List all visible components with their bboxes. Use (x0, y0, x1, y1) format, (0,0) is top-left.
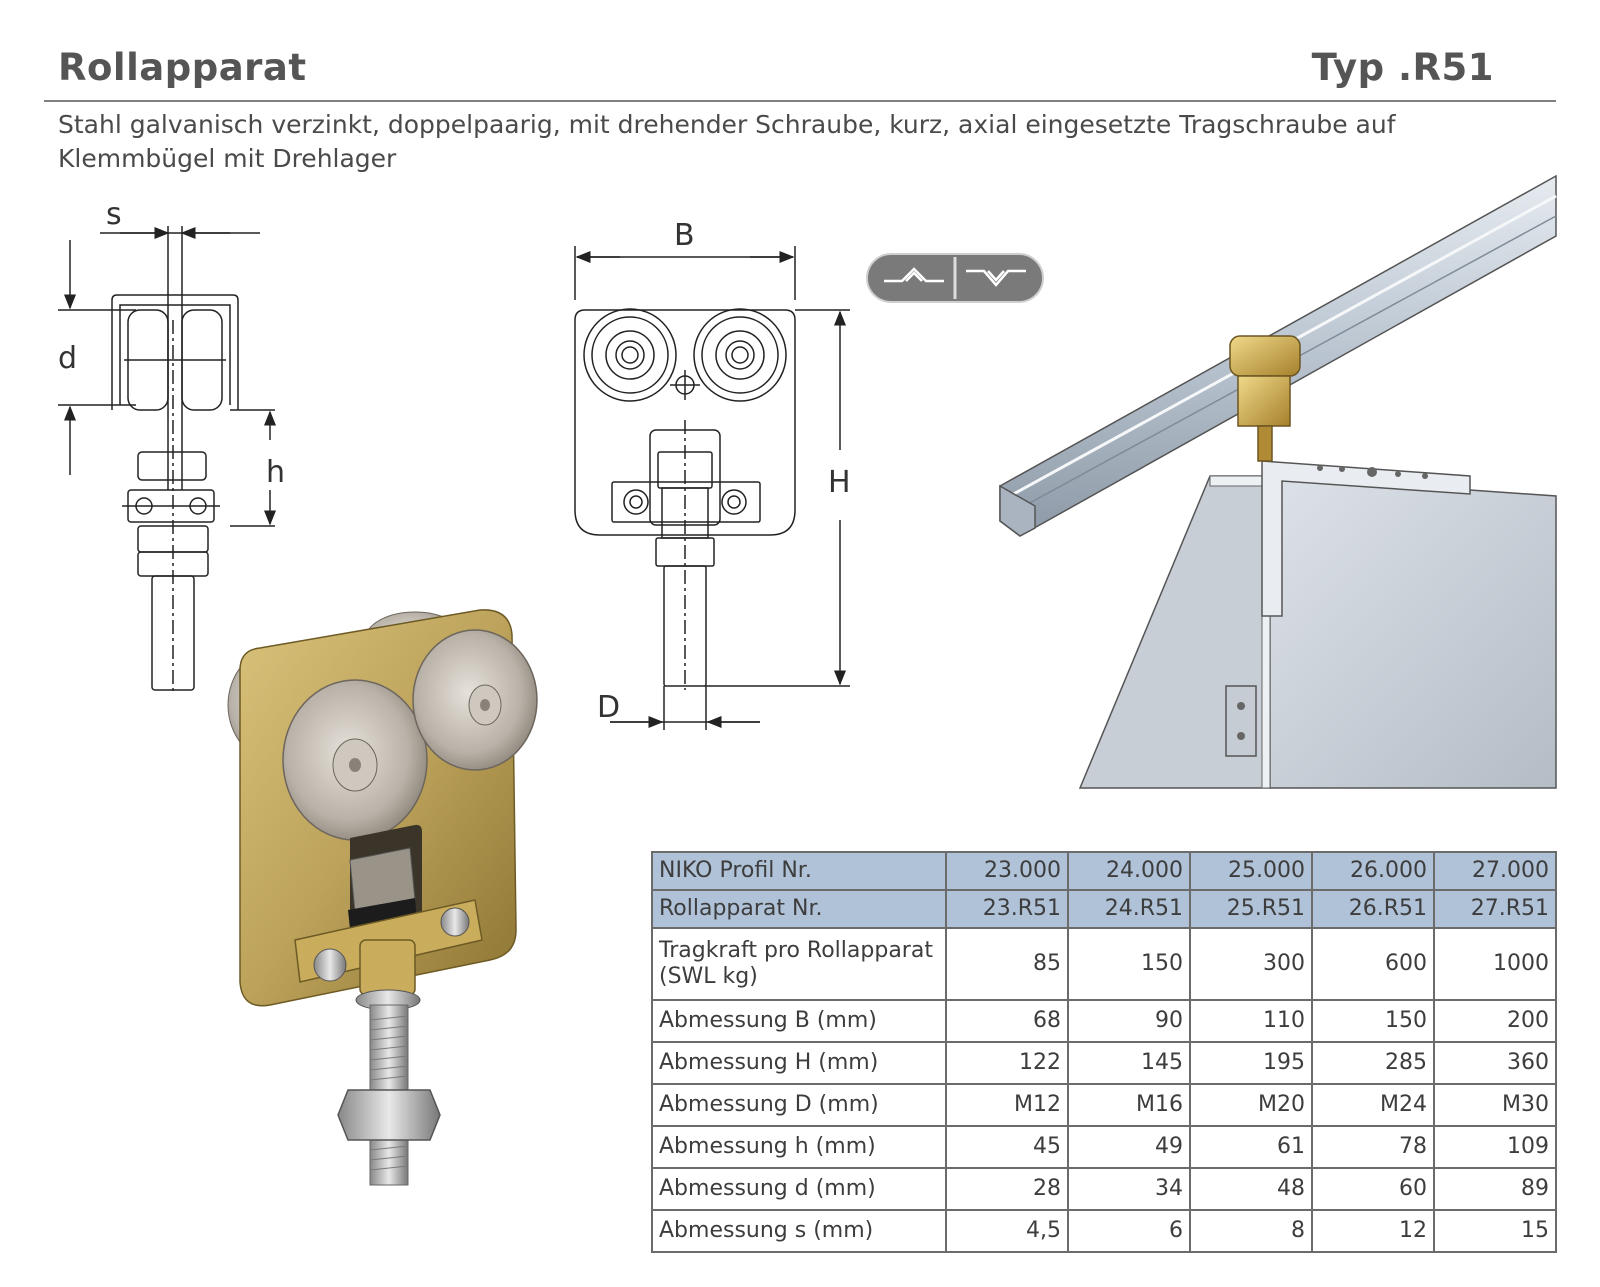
table-row-tragkraft: Tragkraft pro Rollapparat (SWL kg) 85 15… (651, 927, 1557, 1001)
row-label: Abmessung B (mm) (651, 999, 947, 1043)
row-label: Abmessung s (mm) (651, 1209, 947, 1253)
table-cell: 78 (1311, 1125, 1435, 1169)
row-label: Abmessung d (mm) (651, 1167, 947, 1211)
table-cell: 150 (1067, 927, 1191, 1001)
table-cell: 61 (1189, 1125, 1313, 1169)
dim-D-label: D (597, 690, 620, 725)
table-cell: 28 (945, 1167, 1069, 1211)
table-cell: 4,5 (945, 1209, 1069, 1253)
rail-profile-badge (866, 253, 1044, 303)
table-row-abmessung-d-upper: Abmessung D (mm) M12 M16 M20 M24 M30 (651, 1083, 1557, 1127)
table-row-rollapparat: Rollapparat Nr. 23.R51 24.R51 25.R51 26.… (651, 889, 1557, 929)
description-line-2: Klemmbügel mit Drehlager (58, 144, 397, 173)
rail-installation-illustration (999, 174, 1557, 789)
table-cell: 360 (1433, 1041, 1557, 1085)
spec-table: NIKO Profil Nr. 23.000 24.000 25.000 26.… (651, 851, 1557, 1253)
side-view-drawing: s d h (58, 197, 285, 695)
trolley-product-photo (227, 609, 538, 1186)
row-label: NIKO Profil Nr. (651, 851, 947, 891)
table-cell: 27.R51 (1433, 889, 1557, 929)
table-cell: 27.000 (1433, 851, 1557, 891)
table-cell: 45 (945, 1125, 1069, 1169)
table-cell: 285 (1311, 1041, 1435, 1085)
table-cell: 109 (1433, 1125, 1557, 1169)
row-label: Rollapparat Nr. (651, 889, 947, 929)
table-cell: 150 (1311, 999, 1435, 1043)
profile-v-rail-icon (884, 267, 944, 283)
dim-d-label: d (58, 341, 77, 376)
product-description: Stahl galvanisch verzinkt, doppelpaarig,… (58, 108, 1478, 176)
table-cell: 60 (1311, 1167, 1435, 1211)
table-cell: 300 (1189, 927, 1313, 1001)
table-cell: 90 (1067, 999, 1191, 1043)
dim-h-label: h (266, 455, 285, 490)
table-cell: 8 (1189, 1209, 1313, 1253)
table-cell: 1000 (1433, 927, 1557, 1001)
table-row-abmessung-d-lower: Abmessung d (mm) 28 34 48 60 89 (651, 1167, 1557, 1211)
front-view-drawing: B H D (574, 218, 851, 730)
table-cell: 26.R51 (1311, 889, 1435, 929)
table-cell: 600 (1311, 927, 1435, 1001)
page-title: Rollapparat (58, 46, 307, 89)
dim-s-label: s (106, 197, 122, 232)
table-cell: 26.000 (1311, 851, 1435, 891)
row-label: Tragkraft pro Rollapparat (SWL kg) (651, 927, 947, 1001)
table-cell: 145 (1067, 1041, 1191, 1085)
table-cell: 25.000 (1189, 851, 1313, 891)
table-cell: 23.R51 (945, 889, 1069, 929)
table-cell: 110 (1189, 999, 1313, 1043)
table-cell: 200 (1433, 999, 1557, 1043)
table-row-abmessung-h-lower: Abmessung h (mm) 45 49 61 78 109 (651, 1125, 1557, 1169)
row-label: Abmessung h (mm) (651, 1125, 947, 1169)
description-line-1: Stahl galvanisch verzinkt, doppelpaarig,… (58, 110, 1396, 139)
table-cell: 15 (1433, 1209, 1557, 1253)
table-cell: 122 (945, 1041, 1069, 1085)
table-cell: M20 (1189, 1083, 1313, 1127)
table-cell: 24.R51 (1067, 889, 1191, 929)
table-cell: 68 (945, 999, 1069, 1043)
table-row-profil: NIKO Profil Nr. 23.000 24.000 25.000 26.… (651, 851, 1557, 891)
table-cell: 49 (1067, 1125, 1191, 1169)
table-cell: 89 (1433, 1167, 1557, 1211)
profile-inverted-v-rail-icon (966, 269, 1026, 287)
table-cell: 25.R51 (1189, 889, 1313, 929)
table-cell: 6 (1067, 1209, 1191, 1253)
dim-B-label: B (674, 218, 695, 253)
table-cell: 24.000 (1067, 851, 1191, 891)
product-type: Typ .R51 (1311, 46, 1494, 89)
row-label-line-2: (SWL kg) (659, 964, 758, 989)
table-row-abmessung-s: Abmessung s (mm) 4,5 6 8 12 15 (651, 1209, 1557, 1253)
table-cell: M12 (945, 1083, 1069, 1127)
table-cell: M30 (1433, 1083, 1557, 1127)
table-cell: 195 (1189, 1041, 1313, 1085)
table-cell: 85 (945, 927, 1069, 1001)
table-cell: 48 (1189, 1167, 1313, 1211)
row-label-line-1: Tragkraft pro Rollapparat (659, 938, 933, 963)
table-row-abmessung-h-upper: Abmessung H (mm) 122 145 195 285 360 (651, 1041, 1557, 1085)
row-label: Abmessung H (mm) (651, 1041, 947, 1085)
table-cell: 12 (1311, 1209, 1435, 1253)
header-divider (44, 100, 1556, 102)
table-cell: M24 (1311, 1083, 1435, 1127)
dim-H-label: H (828, 465, 851, 500)
table-cell: 23.000 (945, 851, 1069, 891)
table-cell: 34 (1067, 1167, 1191, 1211)
table-cell: M16 (1067, 1083, 1191, 1127)
table-row-abmessung-b: Abmessung B (mm) 68 90 110 150 200 (651, 999, 1557, 1043)
row-label: Abmessung D (mm) (651, 1083, 947, 1127)
